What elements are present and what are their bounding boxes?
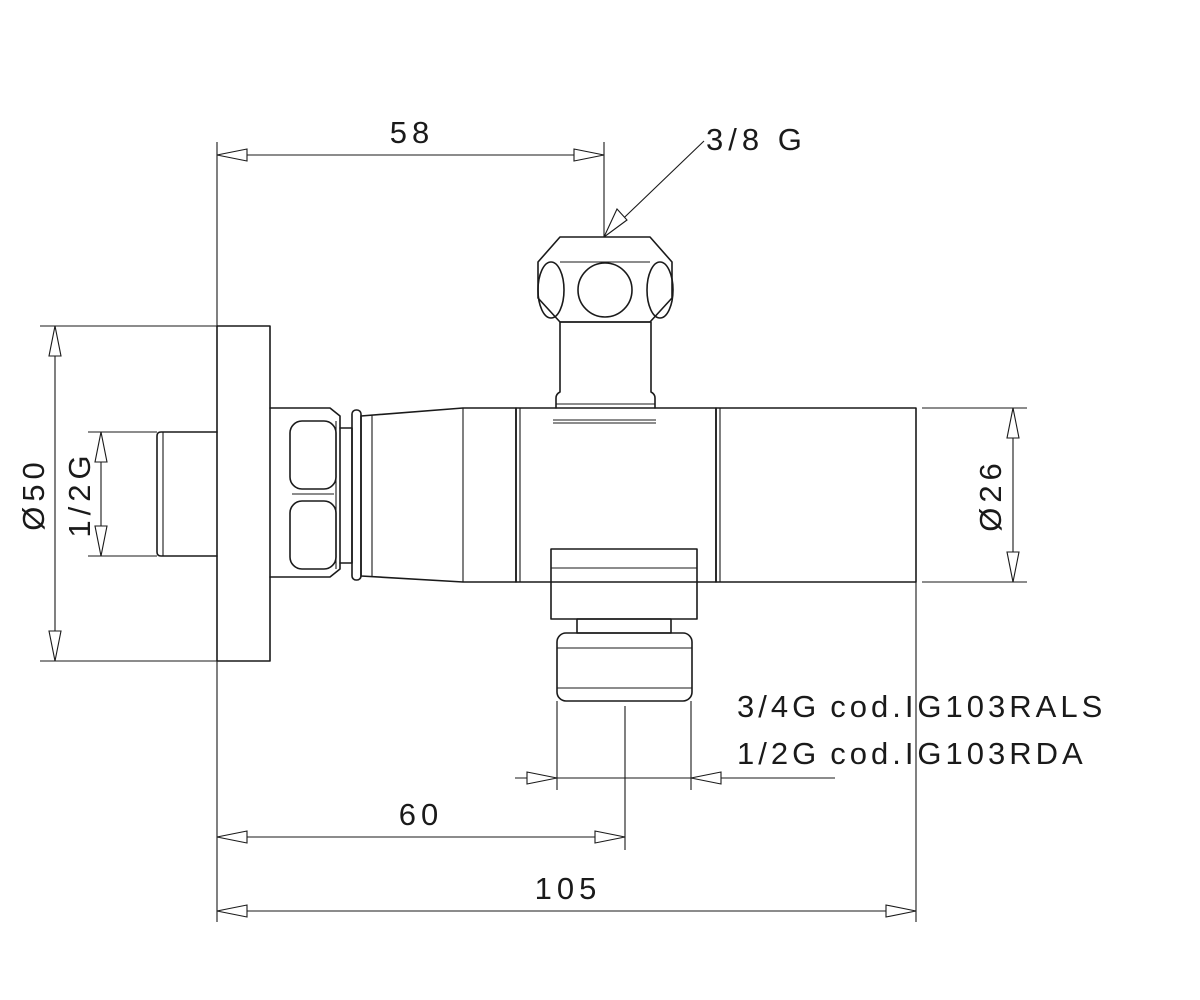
dim-58-label: 58 <box>390 115 434 150</box>
dim-diam26-label: Ø26 <box>973 458 1008 532</box>
main-body <box>515 407 717 583</box>
inlet-stub <box>156 431 218 557</box>
handle-cap <box>715 407 917 583</box>
tapered-sleeve <box>360 407 517 583</box>
top-compression-nut <box>537 236 674 323</box>
dimension-outlet-thread <box>515 771 835 785</box>
ring <box>339 427 353 564</box>
outlet-thread: 1/2G <box>737 736 820 771</box>
dimension-105: 105 <box>216 871 917 918</box>
inlet-hex-nut <box>289 420 337 570</box>
dimension-diam50: Ø50 <box>16 325 62 662</box>
outlet-code: cod.IG103RALS <box>830 689 1106 724</box>
outlet-code-line: 1/2G cod.IG103RDA <box>737 736 1087 771</box>
dim-diam50-label: Ø50 <box>16 457 51 531</box>
outlet-code: cod.IG103RDA <box>830 736 1087 771</box>
dim-inlet-thread-label: 1/2G <box>62 450 97 537</box>
dimension-inlet-1-2g: 1/2G <box>62 431 108 557</box>
dim-105-label: 105 <box>535 871 602 906</box>
top-neck <box>555 321 656 409</box>
valve-body-outline <box>156 236 917 702</box>
extension-lines <box>40 142 1027 922</box>
outlet-code-line: 3/4G cod.IG103RALS <box>737 689 1106 724</box>
bottom-outlet <box>550 548 698 702</box>
thread-outlet-label: 3/8 G <box>706 122 807 157</box>
dimension-58: 58 <box>216 115 605 162</box>
dimension-60: 60 <box>216 797 626 844</box>
dim-60-label: 60 <box>399 797 443 832</box>
dimension-diam26: Ø26 <box>973 407 1020 583</box>
wall-flange <box>216 325 271 662</box>
leader-3-8-g: 3/8 G <box>603 122 807 238</box>
outlet-code-notes: 3/4G cod.IG103RALS 1/2G cod.IG103RDA <box>737 689 1106 771</box>
outlet-thread: 3/4G <box>737 689 820 724</box>
flange-connector <box>269 407 341 578</box>
